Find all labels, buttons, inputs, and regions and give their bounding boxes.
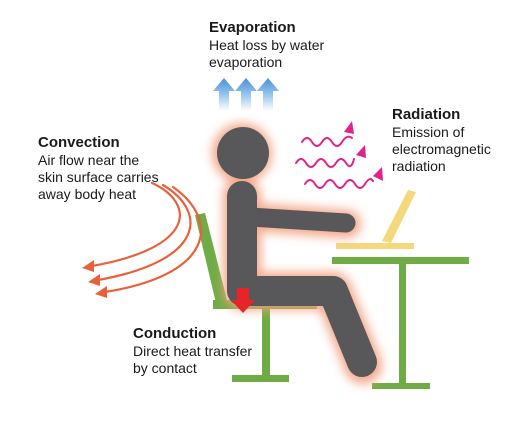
convection-description: Air flow near the skin surface carries a…	[38, 152, 159, 202]
evaporation-label: Evaporation Heat loss by water evaporati…	[209, 19, 324, 71]
evaporation-description: Heat loss by water evaporation	[209, 37, 325, 70]
radiation-wave-icon	[301, 135, 353, 147]
evaporation-title: Evaporation	[209, 19, 296, 36]
evaporation-arrow-icon	[257, 78, 279, 111]
evaporation-arrow-icon	[235, 78, 257, 111]
evaporation-arrow-icon	[213, 78, 235, 111]
convection-label: Convection Air flow near the skin surfac…	[38, 134, 159, 203]
conduction-description: Direct heat transfer by contact	[133, 343, 253, 376]
seated-person	[217, 127, 377, 377]
conduction-arrow-icon	[231, 288, 255, 313]
radiation-waves	[295, 121, 383, 189]
radiation-wave-icon	[304, 178, 374, 189]
desk	[332, 257, 469, 389]
radiation-description: Emission of electromagnetic radiation	[392, 124, 491, 174]
conduction-title: Conduction	[133, 325, 217, 342]
person-torso-legs	[227, 181, 377, 377]
radiation-title: Radiation	[392, 106, 461, 123]
convection-title: Convection	[38, 134, 120, 151]
person-head	[217, 127, 269, 179]
evaporation-arrows	[213, 78, 279, 111]
convection-arrow-icon	[96, 183, 192, 282]
person-arm	[240, 207, 356, 233]
convection-arrow-icon	[90, 181, 181, 268]
radiation-label: Radiation Emission of electromagnetic ra…	[392, 106, 491, 175]
laptop	[336, 190, 416, 249]
convection-arrow-icon	[103, 185, 203, 294]
convection-arrows	[82, 181, 203, 298]
conduction-label: Conduction Direct heat transfer by conta…	[133, 325, 252, 377]
radiation-wave-icon	[295, 158, 355, 168]
